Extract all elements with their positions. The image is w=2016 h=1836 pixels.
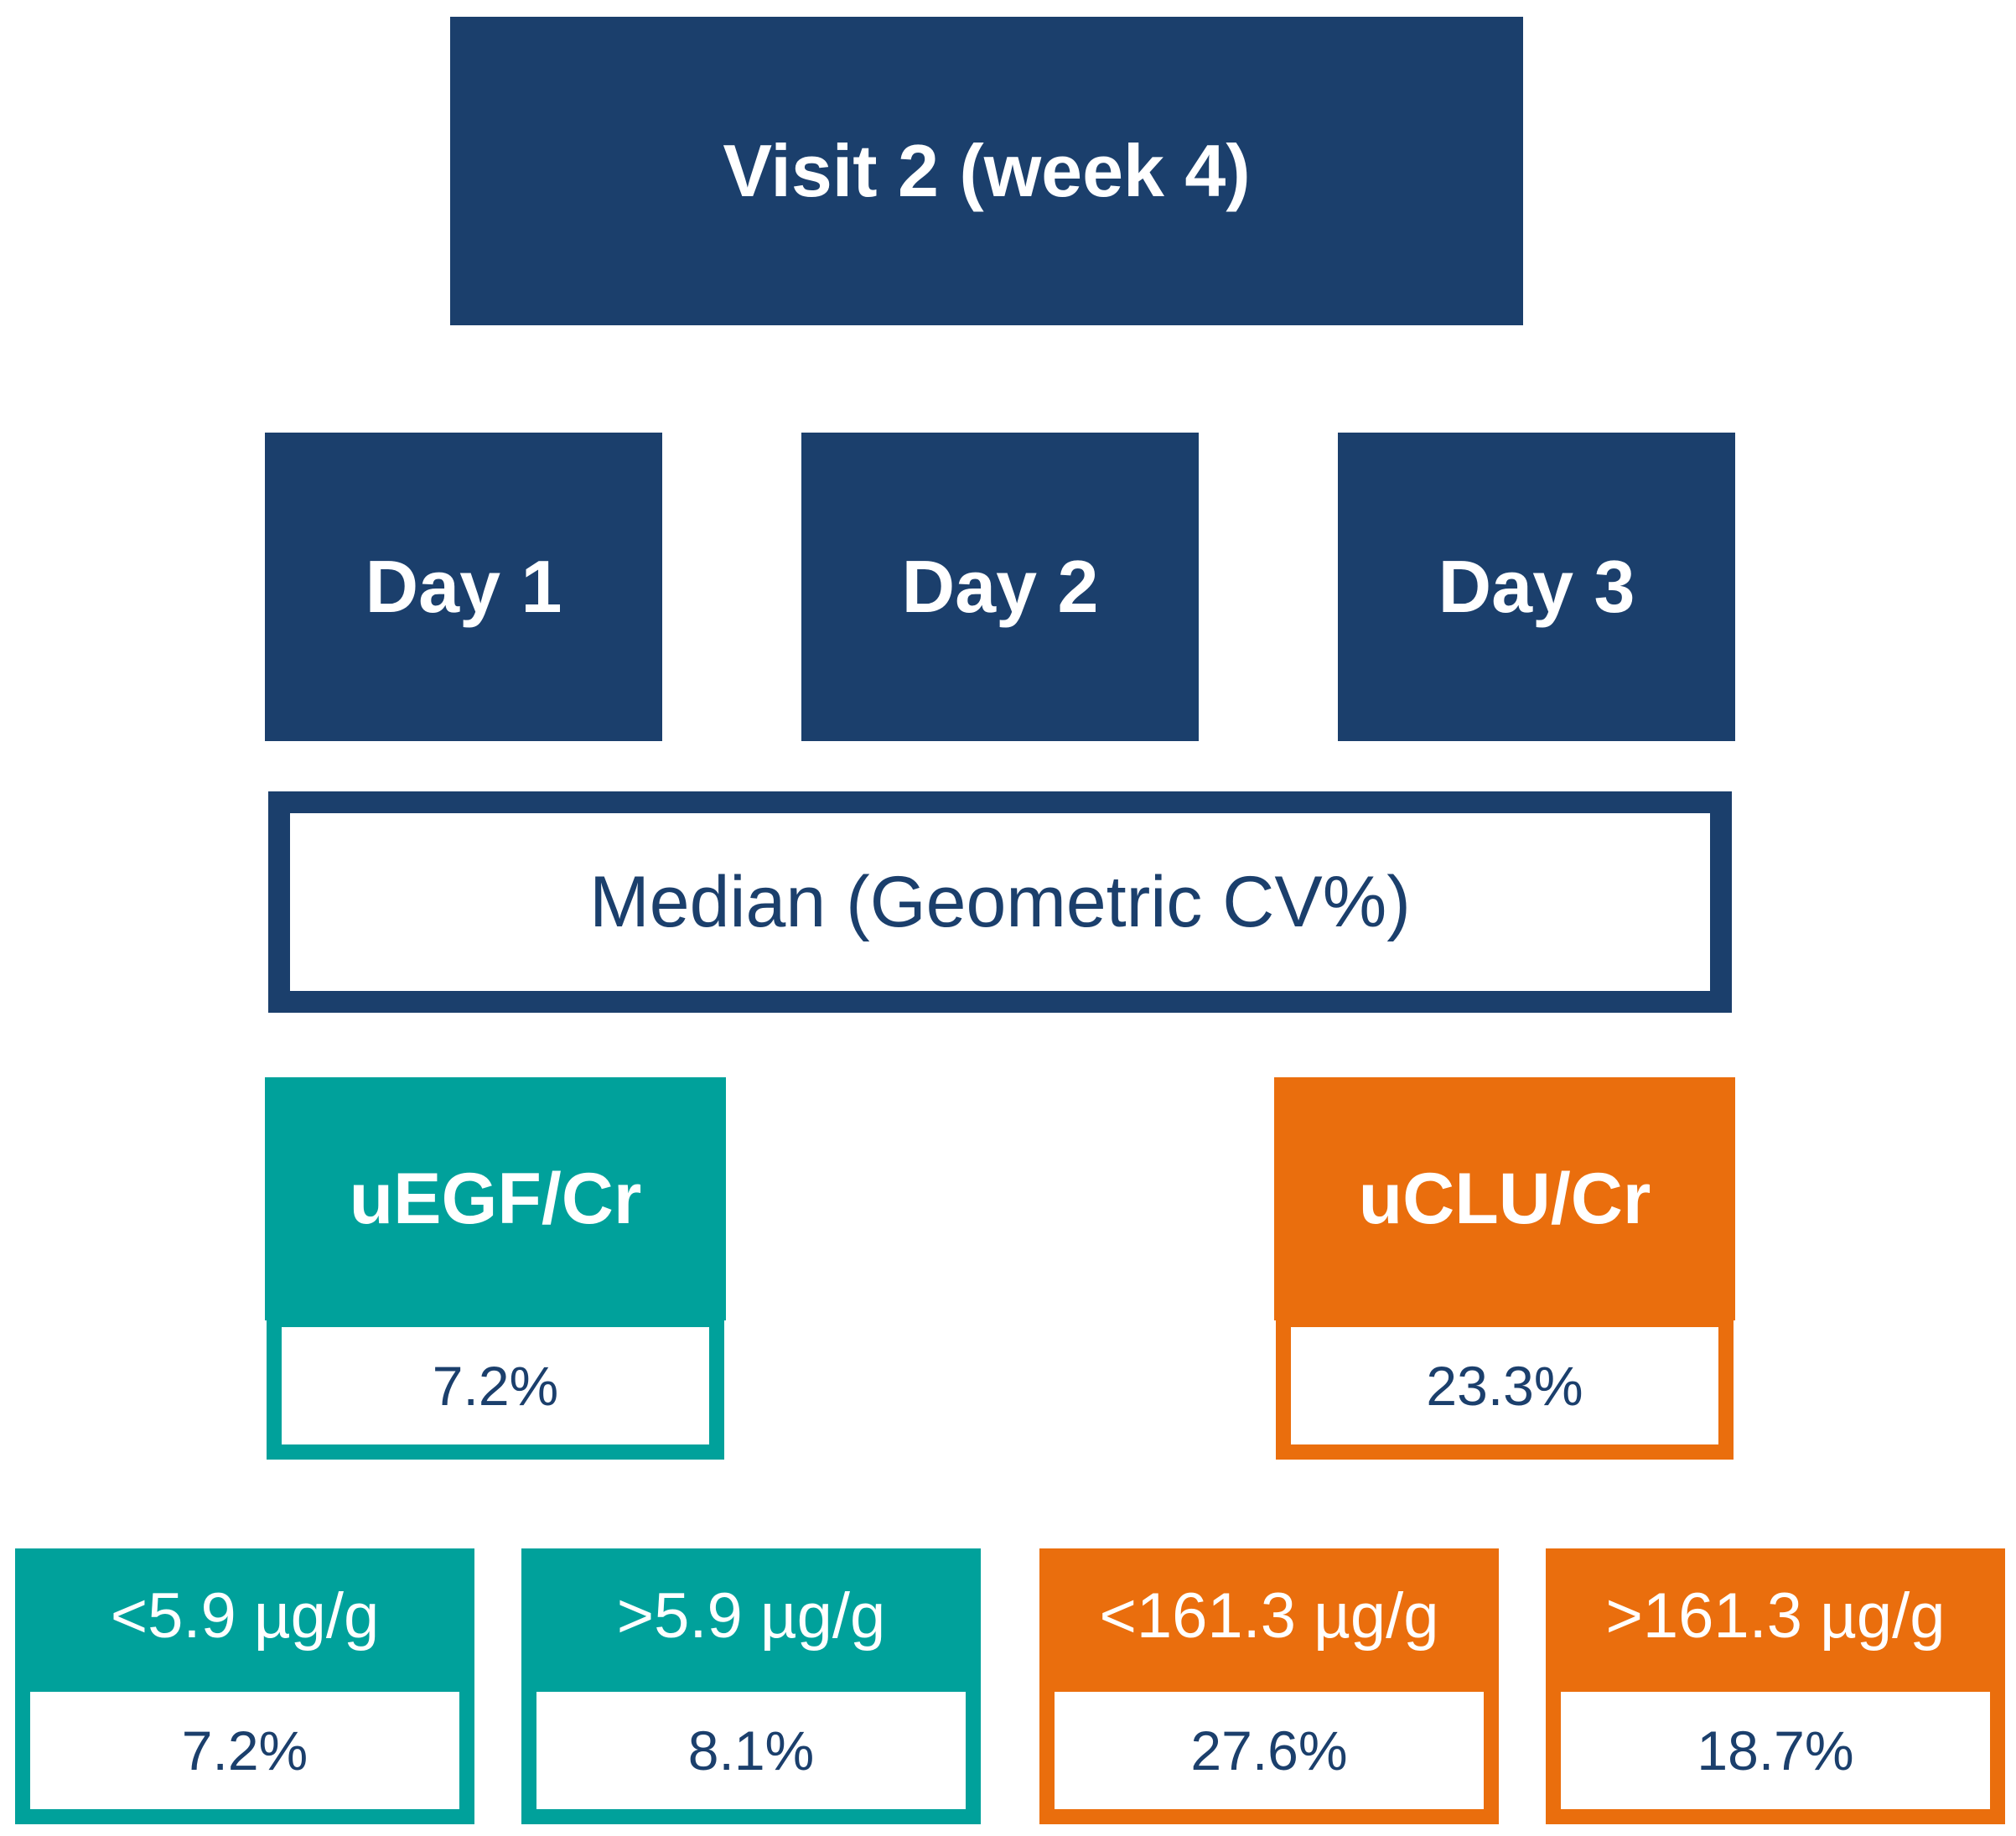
uegf-low-header: <5.9 µg/g [15, 1548, 474, 1683]
day-3-label: Day 3 [1438, 545, 1635, 628]
uclu-header: uCLU/Cr [1274, 1077, 1735, 1320]
day-1-label: Day 1 [365, 545, 562, 628]
uclu-label: uCLU/Cr [1358, 1158, 1651, 1239]
uegf-high-value: 8.1% [687, 1719, 815, 1782]
uclu-high-header: >161.3 µg/g [1546, 1548, 2005, 1683]
uclu-value: 23.3% [1426, 1355, 1583, 1417]
summary-box: Median (Geometric CV%) [268, 791, 1732, 1013]
uclu-high-value-box: 18.7% [1546, 1677, 2005, 1824]
uegf-value-box: 7.2% [267, 1312, 724, 1460]
uegf-label: uEGF/Cr [349, 1158, 642, 1239]
day-2-box: Day 2 [801, 433, 1199, 741]
uegf-high-header: >5.9 µg/g [521, 1548, 981, 1683]
uegf-low-value-box: 7.2% [15, 1677, 474, 1824]
day-2-label: Day 2 [901, 545, 1099, 628]
uegf-high-label: >5.9 µg/g [616, 1579, 886, 1652]
visit-label: Visit 2 (week 4) [723, 129, 1251, 212]
uclu-value-box: 23.3% [1276, 1312, 1734, 1460]
uclu-low-value-box: 27.6% [1039, 1677, 1499, 1824]
uegf-value: 7.2% [432, 1355, 559, 1417]
visit-box: Visit 2 (week 4) [450, 17, 1523, 325]
uclu-low-value: 27.6% [1190, 1719, 1348, 1782]
summary-label: Median (Geometric CV%) [589, 861, 1411, 942]
day-1-box: Day 1 [265, 433, 662, 741]
day-3-box: Day 3 [1338, 433, 1735, 741]
uegf-low-label: <5.9 µg/g [110, 1579, 380, 1652]
uclu-low-header: <161.3 µg/g [1039, 1548, 1499, 1683]
uegf-low-value: 7.2% [181, 1719, 308, 1782]
uclu-high-value: 18.7% [1697, 1719, 1854, 1782]
uclu-low-label: <161.3 µg/g [1099, 1579, 1439, 1652]
uclu-high-label: >161.3 µg/g [1605, 1579, 1946, 1652]
uegf-high-value-box: 8.1% [521, 1677, 981, 1824]
uegf-header: uEGF/Cr [265, 1077, 726, 1320]
